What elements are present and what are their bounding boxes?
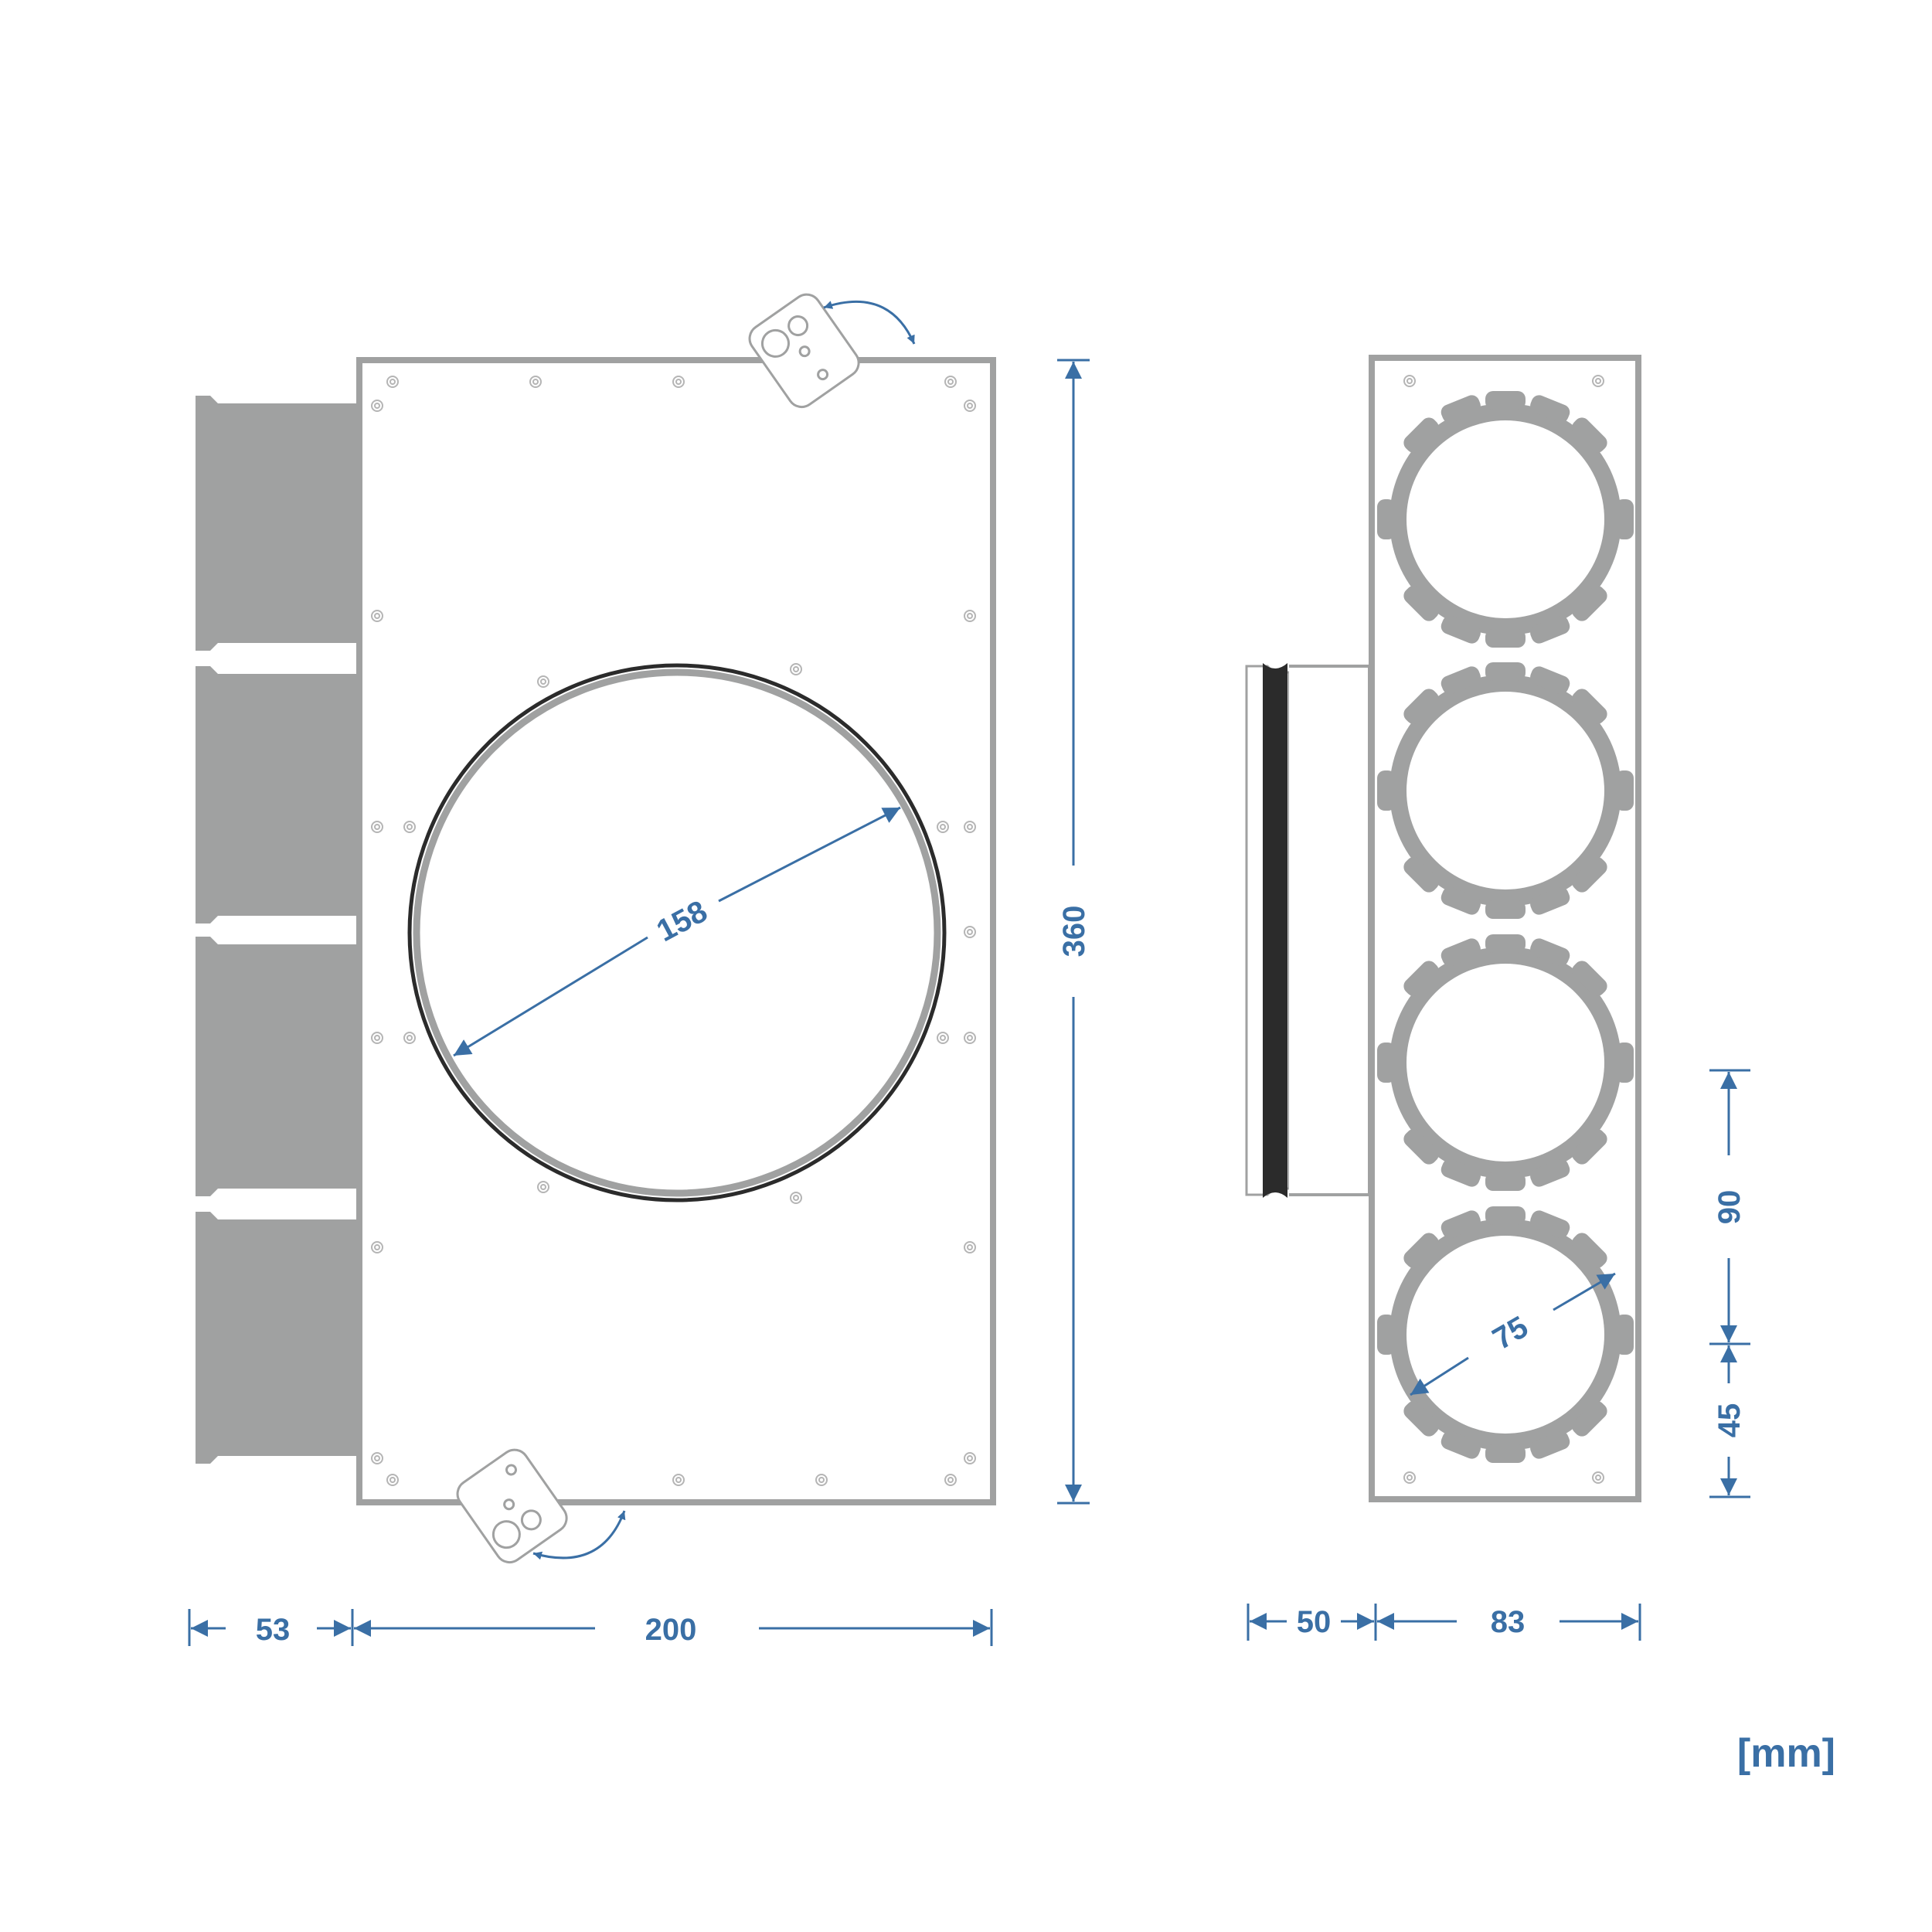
- outlet-ring: [1377, 934, 1634, 1191]
- outlet-ring: [1377, 391, 1634, 648]
- top-mounting-clip: [748, 293, 916, 409]
- front-width-dimensions: 53 200: [188, 1609, 993, 1647]
- gasket: [1263, 663, 1287, 1198]
- unit-label: [mm]: [1737, 1731, 1835, 1776]
- outlet-depth-label: 50: [1297, 1605, 1332, 1639]
- side-width-dimensions: 50 83: [1247, 1604, 1641, 1641]
- side-view: 75 90 45 50 83: [1245, 355, 1750, 1641]
- side-width-label: 83: [1491, 1605, 1526, 1639]
- box-width-label: 200: [645, 1613, 697, 1647]
- spigot-block: [196, 396, 357, 651]
- bottom-mounting-clip: [456, 1448, 626, 1564]
- spigot-block: [196, 937, 357, 1196]
- rotate-arrow: [823, 301, 916, 345]
- spigot-blocks: [196, 396, 357, 1464]
- front-view: 158: [188, 293, 1091, 1647]
- box-height-label: 360: [1057, 906, 1091, 957]
- outlet-pitch-dimensions: 90 45: [1709, 1069, 1750, 1498]
- box-height-dimension: 360: [1057, 359, 1091, 1505]
- outlet-ring: [1377, 662, 1634, 919]
- spigot-block: [196, 1212, 357, 1464]
- spigot-block: [196, 666, 357, 923]
- rotate-arrow: [532, 1510, 626, 1560]
- outlet-offset-label: 45: [1713, 1403, 1747, 1438]
- side-spigot: [1245, 663, 1371, 1198]
- main-opening: [407, 663, 947, 1202]
- spigot-depth-label: 53: [256, 1613, 291, 1647]
- outlet-pitch-label: 90: [1713, 1190, 1747, 1225]
